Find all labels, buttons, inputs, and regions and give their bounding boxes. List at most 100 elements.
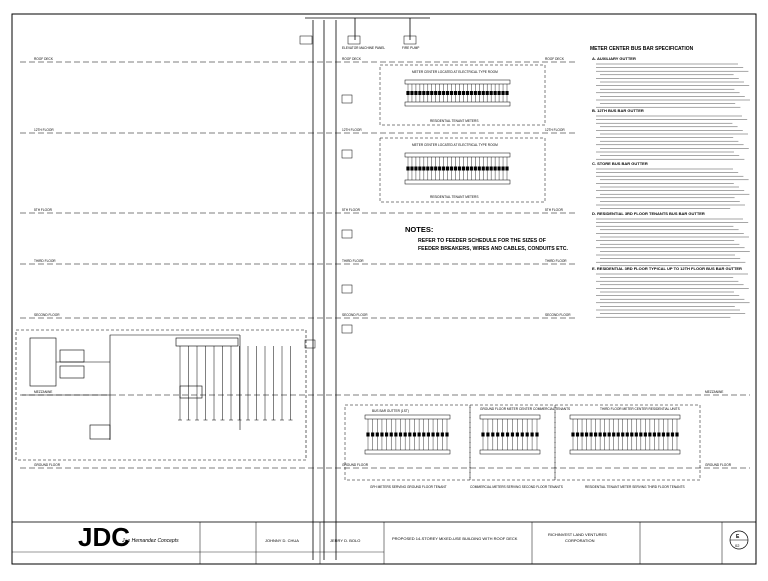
meter-symbol (491, 432, 495, 437)
owner-line-2: CORPORATION (565, 538, 595, 543)
floor-label-12-left: 12TH FLOOR (34, 128, 54, 132)
meter-symbol (431, 432, 435, 437)
meter-symbol (652, 432, 656, 437)
meter-symbol (469, 91, 473, 95)
floor-label-5-right: 5TH FLOOR (545, 208, 564, 212)
floor-label-5-mid: 5TH FLOOR (342, 208, 361, 212)
roof-equipment-label-1: ELEVATOR MACHINE PANEL (342, 46, 385, 50)
meter-symbol (453, 91, 458, 95)
meter-center-upper-2-bus-label: RESIDENTIAL TENANT METERS (430, 195, 478, 199)
meter-symbol (375, 432, 379, 437)
main-breaker-2 (59, 365, 85, 379)
meter-symbol (485, 91, 489, 95)
floor-label-5-left: 5TH FLOOR (34, 208, 53, 212)
meter-symbol (403, 432, 407, 437)
meter-symbol (436, 432, 440, 437)
roof-equipment-label-2: FIRE PUMP (402, 46, 419, 50)
floor-label-mezz-left: MEZZANINE (34, 390, 52, 394)
meter-symbol (384, 432, 389, 437)
meter-symbol (501, 91, 505, 95)
meter-symbol (414, 91, 418, 95)
meter-symbol (510, 432, 515, 437)
meter-symbol (666, 432, 670, 437)
meter-symbol (380, 432, 384, 437)
meter-symbol (408, 432, 412, 437)
roof-panel-2 (347, 35, 361, 45)
meter-symbol (661, 432, 666, 437)
feeder-drop (246, 346, 250, 421)
floor-label-ground-right: GROUND FLOOR (705, 463, 732, 467)
company-logo: JDC (78, 522, 130, 552)
meter-symbol (489, 91, 493, 95)
spec-section-d: D. RESIDENTIAL 3RD FLOOR TENANTS BUS BAR… (592, 211, 705, 216)
floor-label-mezz-right: MEZZANINE (705, 390, 723, 394)
meter-symbol (501, 166, 505, 171)
floor-label-roof-right: ROOF DECK (545, 57, 565, 61)
meter-symbol (489, 166, 493, 171)
meter-symbol (418, 91, 422, 95)
floor-label-roof-mid: ROOF DECK (342, 57, 362, 61)
meter-symbol (481, 166, 485, 171)
meter-symbol (497, 91, 501, 95)
company-subtitle: J+e Hernandez Concepts (121, 538, 179, 544)
floor-label-ground-left: GROUND FLOOR (34, 463, 61, 467)
ground-mc-1-title: BUS BAR GUTTER (1ST) (372, 409, 409, 413)
meter-symbol (457, 91, 462, 95)
feeder-drop (288, 346, 293, 421)
meter-symbol (634, 432, 638, 437)
meter-symbol (505, 166, 509, 171)
meter-symbol (417, 432, 421, 437)
meter-symbol (422, 91, 426, 95)
transfer-switch (89, 424, 111, 440)
floor-label-2-right: SECOND FLOOR (545, 313, 571, 317)
meter-symbol (630, 432, 634, 437)
meter-symbol (473, 166, 477, 171)
spec-section-a: A. AUXILIARY GUTTER (592, 56, 636, 61)
project-title: PROPOSED 14-STOREY MIXED-USE BUILDING WI… (392, 536, 518, 541)
meter-symbol (446, 166, 450, 171)
sheet-letter: E (736, 534, 740, 540)
meter-symbol (465, 91, 469, 95)
meter-center-upper-1: METER CENTER LOCATED AT ELECTRICAL TYPE … (379, 64, 546, 126)
feeder-drop (220, 346, 225, 421)
meter-symbol (410, 91, 414, 95)
meter-symbol (501, 432, 505, 437)
meter-symbol (430, 166, 434, 171)
floor-label-ground-mid: GROUND FLOOR (342, 463, 369, 467)
notes-block: NOTES: REFER TO FEEDER SCHEDULE FOR THE … (405, 225, 569, 252)
meter-symbol (438, 166, 442, 171)
title-block: JDC J+e Hernandez Concepts JOHNNY D. CHU… (11, 521, 757, 565)
meter-symbol (670, 432, 675, 437)
person-1: JOHNNY D. CHUA (265, 538, 299, 543)
feeder-drop (229, 346, 233, 421)
meter-symbol (505, 432, 510, 437)
generator-panel (179, 385, 203, 399)
meter-symbol (497, 166, 501, 171)
floor-label-3-mid: THIRD FLOOR (342, 259, 364, 263)
main-distribution (15, 329, 307, 461)
meter-symbol (493, 91, 497, 95)
meter-symbol (469, 166, 473, 171)
meter-symbol (430, 91, 434, 95)
panel-f (304, 339, 316, 349)
meter-symbol (496, 432, 500, 437)
meter-symbol (422, 166, 426, 171)
floor-label-12-right: 12TH FLOOR (545, 128, 565, 132)
ground-mc-3-title: THIRD FLOOR METER CENTER RESIDENTIAL UNI… (600, 407, 680, 411)
meter-symbol (603, 432, 607, 437)
person-2: JERRY D. BOLO (330, 538, 360, 543)
meter-symbol (481, 432, 485, 437)
meter-symbol (440, 432, 444, 437)
meter-symbol (398, 432, 403, 437)
floor-label-12-mid: 12TH FLOOR (342, 128, 362, 132)
meter-symbol (445, 432, 449, 437)
meter-symbol (594, 432, 598, 437)
feeder-drop (203, 346, 208, 421)
notes-line-2: FEEDER BREAKERS, WIRES AND CABLES, CONDU… (418, 246, 569, 252)
meter-symbol (410, 166, 414, 171)
meter-center-upper-1-bus-label: RESIDENTIAL TENANT METERS (430, 119, 478, 123)
floor-label-3-left: THIRD FLOOR (34, 259, 56, 263)
roof-panel-1 (299, 35, 313, 45)
transformer-box (29, 337, 57, 387)
